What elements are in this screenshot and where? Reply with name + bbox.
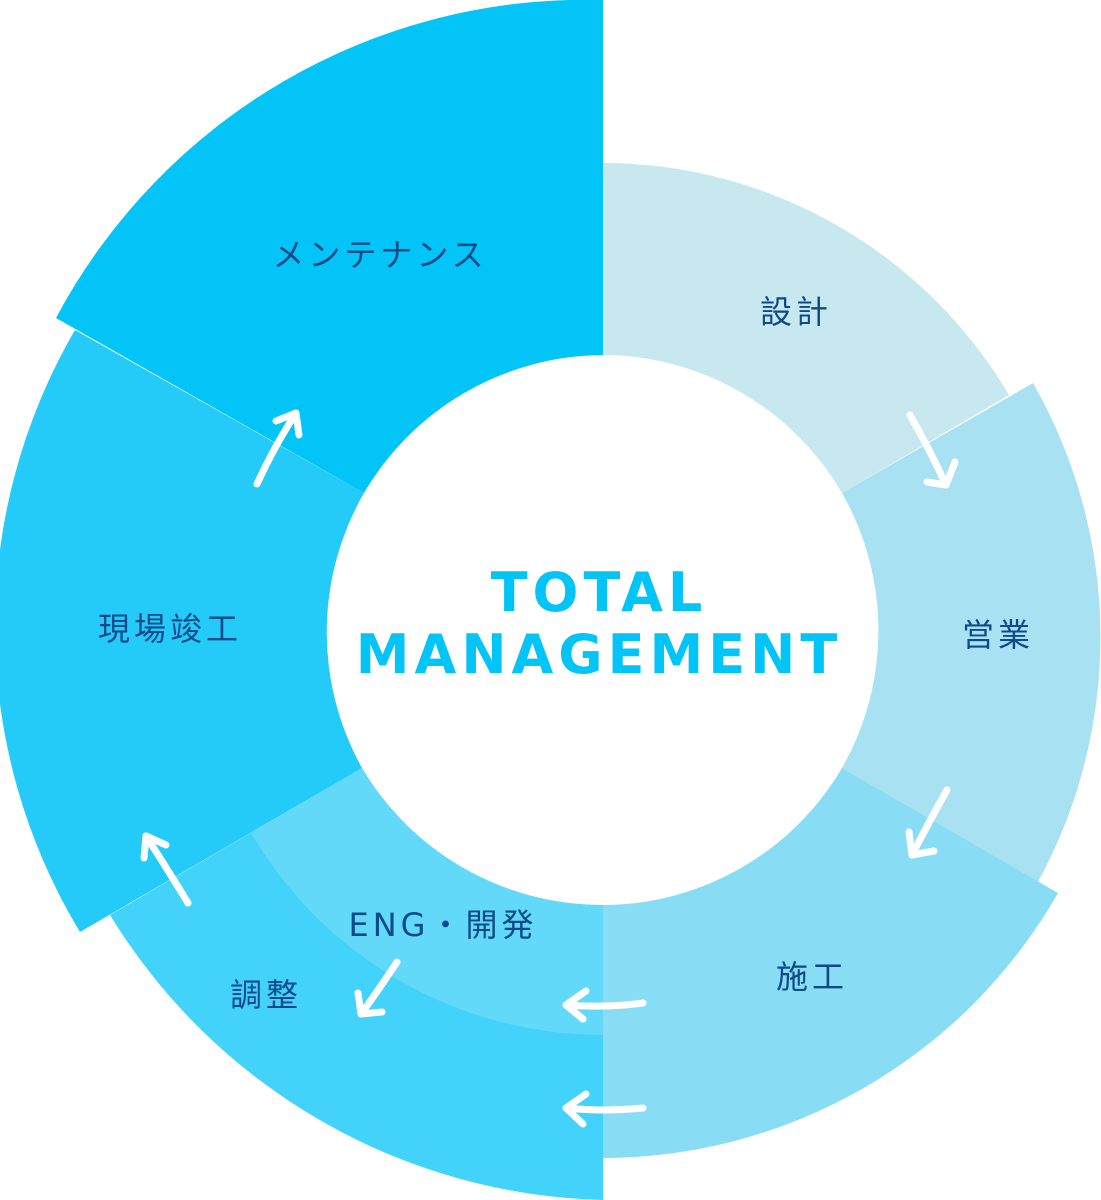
label-maintenance: メンテナンス bbox=[272, 236, 487, 274]
label-sales: 営業 bbox=[962, 616, 1034, 654]
arrow-completion-to-maintenance-icon bbox=[253, 409, 303, 488]
label-adjustment: 調整 bbox=[230, 976, 302, 1014]
label-completion: 現場竣工 bbox=[98, 610, 242, 648]
label-construction: 施工 bbox=[776, 958, 848, 996]
segment-eng-dev bbox=[251, 768, 603, 1035]
center-title-line-2: MANAGEMENT bbox=[356, 623, 842, 686]
arrow-eng-dev-to-adjustment-icon bbox=[354, 958, 401, 1018]
segment-construction bbox=[603, 768, 1058, 1158]
arrow-sales-to-construction-icon bbox=[905, 786, 951, 859]
arrow-construction-to-eng-dev-icon bbox=[562, 987, 647, 1023]
label-eng-dev: ENG・開発 bbox=[349, 906, 538, 944]
segment-completion bbox=[0, 330, 364, 932]
segment-maintenance bbox=[56, 0, 603, 493]
segment-sales bbox=[842, 383, 1101, 882]
label-design: 設計 bbox=[760, 293, 832, 331]
center-circle bbox=[329, 356, 877, 904]
arrow-adjustment-to-completion-icon bbox=[140, 832, 192, 907]
center-title-line-1: TOTAL bbox=[491, 561, 708, 624]
arrow-construction-to-adjustment-icon bbox=[562, 1090, 647, 1128]
arrow-design-to-sales-icon bbox=[906, 411, 959, 489]
segment-design bbox=[603, 163, 1009, 493]
segment-adjustment bbox=[110, 768, 603, 1200]
